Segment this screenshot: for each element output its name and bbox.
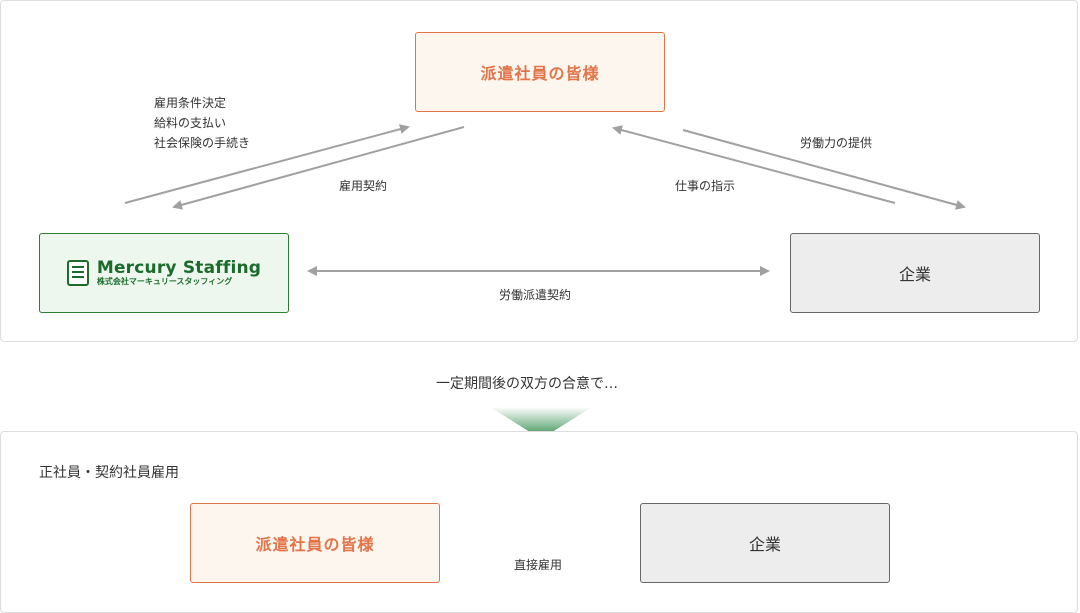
transition-caption: 一定期間後の双方の合意で… <box>436 376 618 392</box>
direct-employment-label: 直接雇用 <box>514 558 563 572</box>
staff-to-company-arrow <box>682 129 966 210</box>
agency-duty-item: 社会保険の手続き <box>154 136 251 150</box>
work-instruction-label: 仕事の指示 <box>675 179 736 193</box>
agency-duty-item: 雇用条件決定 <box>154 96 227 110</box>
company-box-bottom: 企業 <box>640 503 890 583</box>
agency-duties-list: 雇用条件決定 給料の支払い 社会保険の手続き <box>154 93 250 153</box>
staff-to-agency-arrow <box>172 126 465 210</box>
section-title: 正社員・契約社員雇用 <box>39 465 179 481</box>
company-to-staff-arrow <box>612 125 896 204</box>
logo-name-en: Mercury Staffing <box>96 258 262 278</box>
company-label-bottom: 企業 <box>748 535 781 554</box>
company-label: 企業 <box>898 265 931 284</box>
agency-box: Mercury Staffing 株式会社マーキュリースタッフィング <box>39 233 289 313</box>
mercury-staffing-logo: Mercury Staffing 株式会社マーキュリースタッフィング <box>66 258 262 287</box>
agency-duty-item: 給料の支払い <box>154 116 227 130</box>
transition-down-arrow <box>490 407 592 439</box>
lyre-icon <box>66 260 89 286</box>
agency-to-staff-arrow <box>124 124 410 204</box>
staff-box-bottom: 派遣社員の皆様 <box>190 503 440 583</box>
company-box: 企業 <box>790 233 1040 313</box>
staff-label-bottom: 派遣社員の皆様 <box>255 535 375 554</box>
employment-contract-label: 雇用契約 <box>339 179 388 193</box>
dispatch-relationship-panel: 派遣社員の皆様 Mercury Staffing 株式会社マーキュリースタッフィ… <box>0 0 1078 342</box>
dispatch-contract-label: 労働派遣契約 <box>499 288 572 302</box>
labor-provision-label: 労働力の提供 <box>800 136 873 150</box>
logo-name-ja: 株式会社マーキュリースタッフィング <box>96 277 233 286</box>
dispatch-staff-label: 派遣社員の皆様 <box>480 64 600 83</box>
direct-employment-panel: 正社員・契約社員雇用 派遣社員の皆様 企業 直接雇用 <box>0 431 1078 613</box>
dispatch-staff-box: 派遣社員の皆様 <box>415 32 665 112</box>
